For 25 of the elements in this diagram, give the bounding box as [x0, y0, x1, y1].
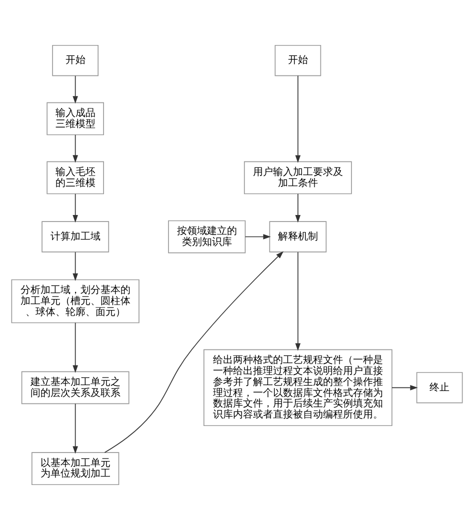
- arrow: [295, 193, 301, 222]
- node-box: 终止: [416, 372, 463, 403]
- arrow: [72, 75, 78, 104]
- arrow: [72, 402, 78, 454]
- arrow: [295, 74, 301, 162]
- node-box: 计算加工域: [42, 220, 110, 252]
- node-box: 分析加工域，划分基本的加工单元（槽元、圆柱体、球体、轮廓、面元）: [11, 278, 140, 323]
- arrow: [72, 193, 78, 222]
- node-box: 输入毛坯的三维模: [46, 160, 104, 194]
- node-box: 建立基本加工单元之间的层次关系及联系: [21, 370, 130, 404]
- arrow: [104, 250, 284, 452]
- node-box: 开始: [274, 44, 322, 76]
- node-box: 解释机制: [269, 220, 327, 252]
- node-box: 以基本加工单元为单位规划加工: [32, 452, 120, 485]
- node-box: 开始: [52, 44, 99, 76]
- node-box: 输入成品三维模型: [46, 102, 104, 135]
- arrow: [392, 384, 418, 390]
- arrow: [72, 322, 78, 372]
- node-box: 给出两种格式的工艺规程文件（一种是一种给出推理过程文本说明给用户直接参考并了解工艺规程生成的整个操作推理过程，一个以数据库文件格式存储为数据库文件，用于后续生产实例填充知识库内容或者直接被自动编程所使用。: [203, 348, 392, 426]
- arrow: [244, 234, 271, 239]
- arrow: [295, 251, 301, 350]
- node-box: 按领域建立的类别知识库: [168, 220, 246, 253]
- arrow: [72, 251, 78, 281]
- node-box: 用户输入加工要求及加工条件: [244, 160, 352, 194]
- arrow: [72, 134, 78, 162]
